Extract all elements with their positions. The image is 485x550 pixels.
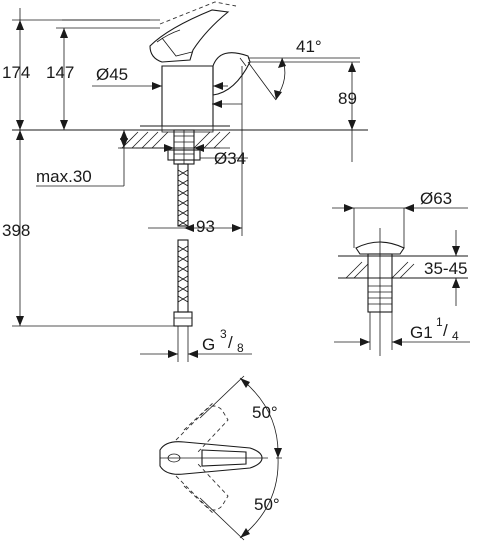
dim-thread-g38-letter: G [202,335,215,354]
dim-drain-thread-letter: G1 [410,323,433,342]
dim-max-30: max.30 [36,130,166,187]
dim-thread-g38-den: 8 [237,341,244,355]
dim-89: 89 [212,61,360,162]
drain-view: Ø63 35-45 G1 1 / 4 [332,189,470,356]
dim-diameter-34: Ø34 [136,144,248,168]
dim-398: 398 [2,130,30,326]
dim-angle-41-label: 41° [296,37,322,56]
dim-89-label: 89 [338,89,357,108]
counter-hatch-left [120,131,230,149]
dim-diameter-34-label: Ø34 [214,149,246,168]
dim-diameter-45-label: Ø45 [96,65,128,84]
dim-drain-thread-num: 1 [436,315,443,329]
faucet-side-view [140,1,251,133]
dim-lever-angle-bottom-label: 50° [254,495,280,514]
dim-diameter-45: Ø45 [92,65,228,90]
fraction-slash: / [228,333,233,352]
dim-93: 93 [148,112,243,236]
dim-lever-angle-top-label: 50° [252,403,278,422]
fraction-slash: / [443,321,448,340]
dim-147: 147 [46,27,160,130]
lever-top-view: 50° 50° [159,375,282,541]
dim-147-label: 147 [46,63,74,82]
hose-lower [173,239,193,362]
dim-93-label: 93 [196,217,215,236]
counter-hatch-right [193,131,231,149]
dim-thread-g38-num: 3 [220,327,227,341]
dim-angle-41: 41° [247,37,360,101]
dim-174-label: 174 [2,63,30,82]
dim-398-label: 398 [2,221,30,240]
dim-drain-thread-den: 4 [452,329,459,343]
dim-drain-range-label: 35-45 [424,259,467,278]
dim-diameter-63-label: Ø63 [420,189,452,208]
dim-max-30-label: max.30 [36,167,92,186]
dim-174: 174 [2,8,30,130]
hose-upper [177,163,189,227]
dim-thread-g38: G 3 / 8 [140,327,252,358]
